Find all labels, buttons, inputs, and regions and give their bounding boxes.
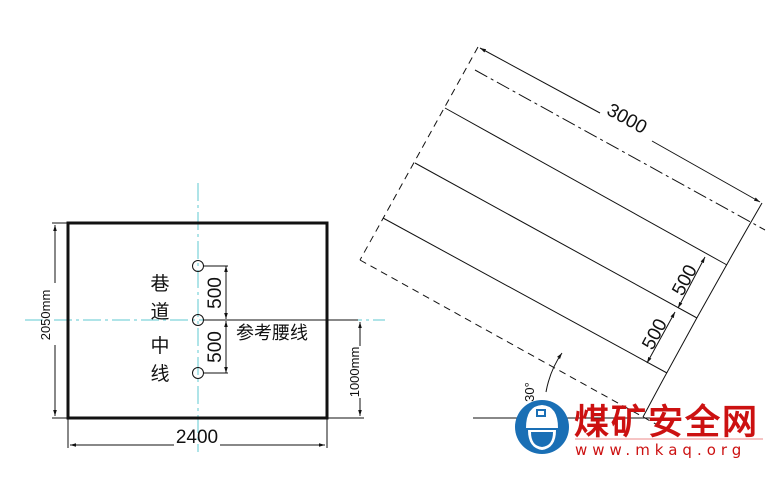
centerline-label-char-2: 道 [150, 301, 169, 323]
hard-hat-icon [515, 400, 569, 454]
watermark: 煤矿安全网 www.mkaq.org [515, 400, 763, 459]
watermark-brand: 煤矿安全网 [574, 402, 759, 443]
middle-marker-circle [192, 314, 204, 326]
centerline-label-char-1: 巷 [150, 273, 169, 295]
upper-spacing-label: 500 [205, 277, 226, 309]
centerline-label-char-4: 线 [150, 363, 169, 385]
right-upper-spacing-label: 500 [668, 261, 701, 299]
spacing-dimension [203, 265, 358, 374]
width-dimension [67, 418, 328, 448]
lower-spacing-label: 500 [205, 331, 226, 363]
left-diagram: 500 500 巷 道 中 线 参考腰线 1000mm 2050mm [25, 183, 385, 452]
angle-label: 30° [522, 382, 537, 402]
length-label: 3000 [603, 100, 650, 139]
waist-height-label: 1000mm [347, 347, 362, 398]
centerline-label-char-3: 中 [150, 335, 169, 357]
height-label: 2050mm [38, 290, 53, 341]
right-lower-spacing-label: 500 [638, 315, 671, 353]
right-diagram [359, 46, 766, 429]
height-dimension [52, 222, 68, 419]
watermark-url: www.mkaq.org [575, 441, 746, 459]
waist-height-dimension [327, 322, 364, 419]
reference-line-label: 参考腰线 [236, 323, 308, 344]
width-label: 2400 [176, 427, 218, 448]
